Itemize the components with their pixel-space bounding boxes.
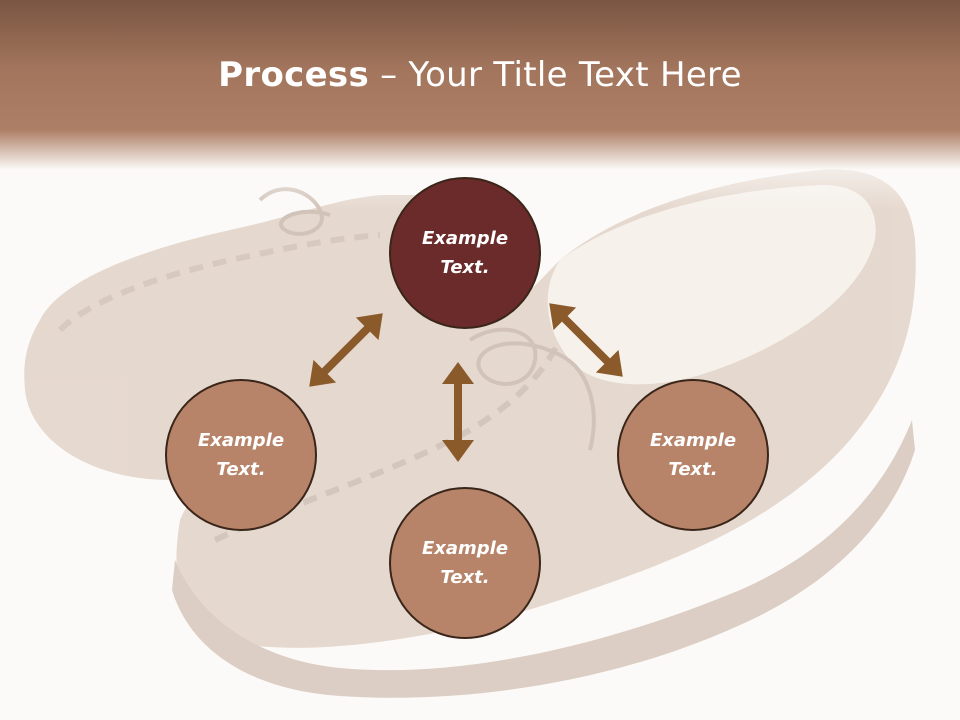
- node-top-label: Example Text.: [421, 228, 509, 278]
- slide-title: Process – Your Title Text Here: [0, 52, 960, 98]
- arrow-vertical: [442, 362, 474, 462]
- node-left-label: Example Text.: [197, 430, 285, 480]
- arrow-left-top: [309, 313, 383, 387]
- process-node-top: Example Text.: [389, 177, 541, 329]
- arrow-top-right: [549, 303, 623, 377]
- node-bottom-label: Example Text.: [421, 538, 509, 588]
- title-bold: Process: [218, 55, 370, 95]
- process-node-bottom: Example Text.: [389, 487, 541, 639]
- process-node-left: Example Text.: [165, 379, 317, 531]
- title-banner: [0, 0, 960, 210]
- process-node-right: Example Text.: [617, 379, 769, 531]
- title-rest: – Your Title Text Here: [369, 55, 742, 95]
- node-right-label: Example Text.: [649, 430, 737, 480]
